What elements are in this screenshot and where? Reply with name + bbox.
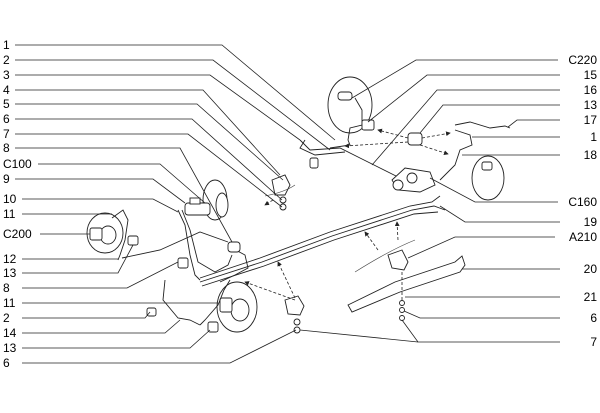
callout-label: 16 xyxy=(584,83,598,97)
callout-label: 15 xyxy=(584,68,598,82)
callout-label: C200 xyxy=(3,227,32,241)
callout-label: 1 xyxy=(3,38,10,52)
callout-label: 11 xyxy=(3,296,16,310)
rear-pipe xyxy=(299,139,401,179)
callout-label: 12 xyxy=(3,252,17,266)
pipe-connector xyxy=(407,132,423,146)
callout-label: 21 xyxy=(584,290,598,304)
bleed-nipple xyxy=(309,157,319,169)
bracket-middle xyxy=(284,295,305,316)
rear-left-drum xyxy=(327,76,375,149)
bleed-nipple xyxy=(146,307,157,317)
callout-label: 5 xyxy=(3,97,10,111)
main-brake-pipes xyxy=(199,195,446,287)
callout-label: 11 xyxy=(3,207,16,221)
callout-label: 13 xyxy=(3,341,17,355)
callout-label: 6 xyxy=(3,356,10,370)
callout-label: A210 xyxy=(569,230,597,244)
callout-label: 8 xyxy=(3,141,10,155)
callout-label: 2 xyxy=(3,53,10,67)
rear-right-drum xyxy=(439,121,511,201)
callout-label: 14 xyxy=(3,326,17,340)
callout-label: 8 xyxy=(3,281,10,295)
parts-drawing xyxy=(86,76,511,334)
pressure-valve xyxy=(391,167,436,193)
callout-label: 20 xyxy=(584,262,598,276)
callout-label: 7 xyxy=(590,335,597,349)
callout-label: 13 xyxy=(3,266,17,280)
right-callouts: C220 15 16 13 17 1 18 C160 19 A210 20 21… xyxy=(568,53,597,349)
front-left-disc xyxy=(86,209,229,261)
callout-label: 7 xyxy=(3,127,10,141)
callout-label: 3 xyxy=(3,68,10,82)
pipe-union xyxy=(177,257,189,269)
leader-lines xyxy=(15,44,560,364)
callout-label: 9 xyxy=(3,172,10,186)
callout-label: 19 xyxy=(584,215,598,229)
callout-label: C160 xyxy=(568,195,597,209)
callout-label: 1 xyxy=(590,130,597,144)
brake-booster xyxy=(184,179,229,221)
callout-label: 17 xyxy=(584,113,598,127)
callout-label: 18 xyxy=(584,148,598,162)
callout-label: 13 xyxy=(584,98,598,112)
callout-label: 6 xyxy=(3,112,10,126)
pipe-union xyxy=(227,241,241,253)
heat-shield xyxy=(347,255,466,313)
front-right-disc xyxy=(162,279,258,333)
callout-label: C100 xyxy=(3,157,32,171)
callout-label: 6 xyxy=(590,311,597,325)
callout-label: 4 xyxy=(3,83,10,97)
callout-label: C220 xyxy=(568,53,597,67)
bracket-rear xyxy=(387,249,409,271)
left-callouts: 1 2 3 4 5 6 7 8 C100 9 10 11 C200 12 13 … xyxy=(3,38,32,370)
callout-label: 10 xyxy=(3,192,17,206)
callout-label: 2 xyxy=(3,311,10,325)
